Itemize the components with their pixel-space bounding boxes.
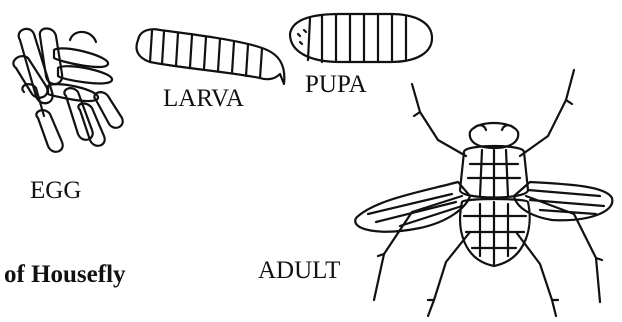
pupa-label: PUPA [305,72,367,97]
egg-label: EGG [30,178,81,203]
larva-label: LARVA [163,86,244,111]
egg-icon [13,29,122,152]
pupa-icon [290,14,432,62]
larva-icon [137,29,285,84]
adult-label: ADULT [258,258,340,283]
diagram-caption: of Housefly [4,262,126,287]
adult-fly-icon [355,70,612,316]
